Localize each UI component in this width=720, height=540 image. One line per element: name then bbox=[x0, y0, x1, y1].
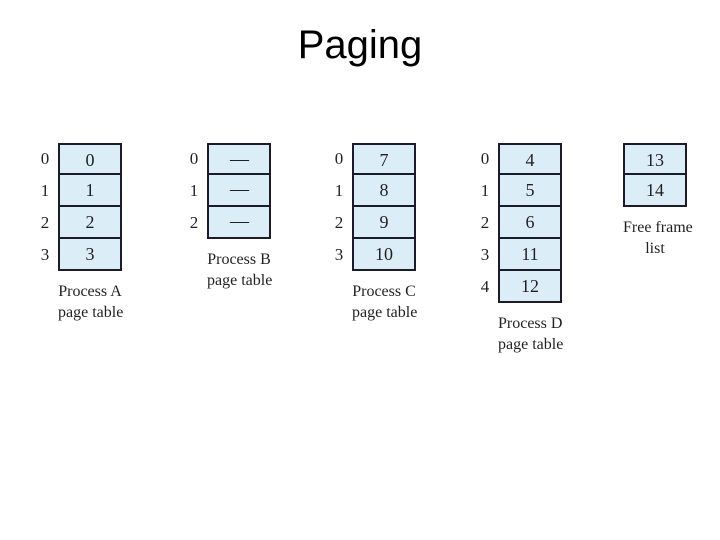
page-table-process-d: 0 4 1 5 2 6 3 11 4 12 bbox=[477, 143, 564, 355]
frame-cell: 0 bbox=[58, 143, 122, 175]
frame-cell: 14 bbox=[623, 175, 687, 207]
caption-wrapper: Process C page table bbox=[352, 281, 418, 323]
table-row: 14 bbox=[623, 175, 687, 207]
table-row: 1 — bbox=[186, 175, 271, 207]
frame-cell: 10 bbox=[352, 239, 416, 271]
page-index: 1 bbox=[334, 181, 344, 200]
frame-cell: 13 bbox=[623, 143, 687, 175]
page-index: 3 bbox=[40, 245, 50, 264]
frame-cell: 2 bbox=[58, 207, 122, 239]
page-index: 3 bbox=[334, 245, 344, 264]
page-table-body: 0 7 1 8 2 9 3 10 bbox=[331, 143, 416, 271]
frame-cell: — bbox=[207, 175, 271, 207]
frame-cell: 1 bbox=[58, 175, 122, 207]
table-caption: Process C page table bbox=[352, 281, 418, 323]
frame-cell: 9 bbox=[352, 207, 416, 239]
table-row: 0 4 bbox=[477, 143, 562, 175]
caption-wrapper: Process A page table bbox=[58, 281, 124, 323]
frame-cell: 7 bbox=[352, 143, 416, 175]
page-index: 1 bbox=[480, 181, 490, 200]
page-index: 2 bbox=[40, 213, 50, 232]
page-table-process-c: 0 7 1 8 2 9 3 10 Process C bbox=[331, 143, 418, 323]
table-caption: Free frame list bbox=[623, 217, 693, 259]
page-index: 0 bbox=[189, 149, 199, 168]
page-title: Paging bbox=[297, 23, 423, 67]
free-frame-list-body: 13 14 bbox=[623, 143, 687, 207]
page-table-process-a: 0 0 1 1 2 2 3 3 Process A bbox=[37, 143, 124, 323]
table-row: 2 2 bbox=[37, 207, 122, 239]
free-frame-list: 13 14 Free frame list bbox=[623, 143, 693, 259]
page-table-process-b: 0 — 1 — 2 — Process B page table bbox=[186, 143, 273, 291]
caption-line-2: page table bbox=[498, 336, 564, 353]
table-row: 2 9 bbox=[331, 207, 416, 239]
frame-cell: 11 bbox=[498, 239, 562, 271]
caption-line-2: page table bbox=[207, 272, 273, 289]
page-index: 1 bbox=[189, 181, 199, 200]
page-index: 3 bbox=[480, 245, 490, 264]
table-row: 3 10 bbox=[331, 239, 416, 271]
table-caption: Process B page table bbox=[207, 249, 273, 291]
table-row: 0 7 bbox=[331, 143, 416, 175]
page-index: 4 bbox=[480, 277, 490, 296]
table-row: 1 5 bbox=[477, 175, 562, 207]
table-row: 2 — bbox=[186, 207, 271, 239]
caption-line-1: Process A bbox=[58, 283, 122, 300]
frame-cell: 5 bbox=[498, 175, 562, 207]
frame-cell: — bbox=[207, 207, 271, 239]
caption-line-1: Free frame bbox=[623, 219, 693, 236]
caption-line-2: page table bbox=[58, 304, 124, 321]
table-row: 3 3 bbox=[37, 239, 122, 271]
table-caption: Process D page table bbox=[498, 313, 564, 355]
page-table-body: 0 0 1 1 2 2 3 3 bbox=[37, 143, 122, 271]
table-row: 0 — bbox=[186, 143, 271, 175]
page-table-body: 0 4 1 5 2 6 3 11 4 12 bbox=[477, 143, 562, 303]
caption-line-1: Process D bbox=[498, 315, 563, 332]
table-row: 3 11 bbox=[477, 239, 562, 271]
caption-line-2: page table bbox=[352, 304, 418, 321]
frame-cell: 12 bbox=[498, 271, 562, 303]
table-row: 2 6 bbox=[477, 207, 562, 239]
table-row: 13 bbox=[623, 143, 687, 175]
table-row: 1 8 bbox=[331, 175, 416, 207]
page-index: 0 bbox=[334, 149, 344, 168]
page-index: 2 bbox=[480, 213, 490, 232]
page-index: 0 bbox=[40, 149, 50, 168]
page-index: 0 bbox=[480, 149, 490, 168]
table-row: 1 1 bbox=[37, 175, 122, 207]
frame-cell: 8 bbox=[352, 175, 416, 207]
frame-cell: 6 bbox=[498, 207, 562, 239]
caption-wrapper: Process D page table bbox=[498, 313, 564, 355]
caption-wrapper: Free frame list bbox=[623, 217, 693, 259]
table-row: 0 0 bbox=[37, 143, 122, 175]
table-row: 4 12 bbox=[477, 271, 562, 303]
frame-cell: 4 bbox=[498, 143, 562, 175]
frame-cell: 3 bbox=[58, 239, 122, 271]
page-index: 2 bbox=[334, 213, 344, 232]
caption-line-1: Process C bbox=[352, 283, 416, 300]
page-index: 1 bbox=[40, 181, 50, 200]
caption-wrapper: Process B page table bbox=[207, 249, 273, 291]
page-table-body: 0 — 1 — 2 — bbox=[186, 143, 271, 239]
frame-cell: — bbox=[207, 143, 271, 175]
page-index: 2 bbox=[189, 213, 199, 232]
caption-line-2: list bbox=[645, 240, 665, 257]
table-caption: Process A page table bbox=[58, 281, 124, 323]
caption-line-1: Process B bbox=[207, 251, 271, 268]
